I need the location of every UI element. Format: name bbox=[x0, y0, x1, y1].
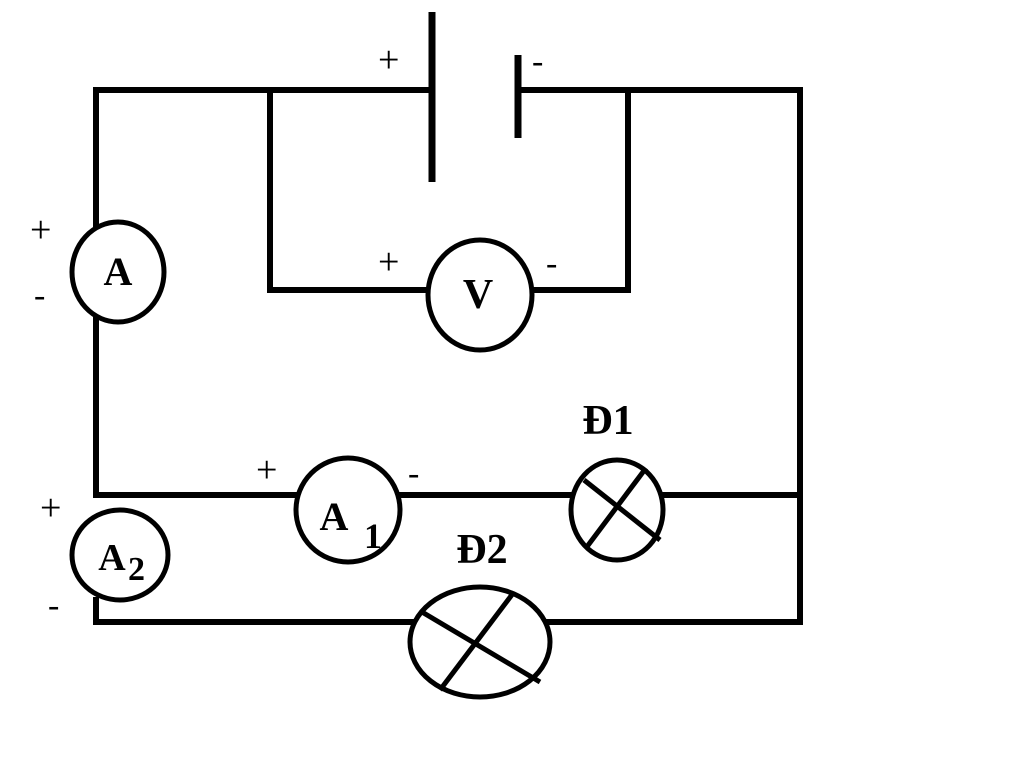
lamp-1-cross-b bbox=[584, 466, 648, 550]
lamp-2: Đ2 bbox=[407, 527, 553, 700]
ammeter-2-circle bbox=[69, 507, 171, 603]
ammeter-1: A 1 + - bbox=[256, 449, 419, 565]
wires bbox=[93, 87, 803, 625]
ammeter-main-circle bbox=[69, 219, 167, 325]
ammeter-1-plus-sign: + bbox=[256, 449, 277, 491]
ammeter-1-circle bbox=[293, 455, 403, 565]
wire-voltmeter-right bbox=[527, 87, 631, 293]
ammeter-main-minus-sign: - bbox=[34, 277, 45, 314]
ammeter-1-label: A bbox=[320, 494, 349, 539]
ammeter-main-plus-sign: + bbox=[30, 209, 51, 251]
ammeter-2-label: A bbox=[98, 537, 126, 579]
lamp-2-cross-b bbox=[438, 590, 516, 692]
lamp-2-cross-a bbox=[420, 609, 542, 685]
lamp-1-cross-a bbox=[582, 478, 662, 542]
ammeter-2-minus-sign: - bbox=[48, 587, 59, 624]
ammeter-main: A + - bbox=[30, 209, 167, 325]
ammeter-1-minus-sign: - bbox=[408, 455, 419, 492]
ammeter-2: A 2 + - bbox=[40, 487, 171, 624]
battery-minus-sign: - bbox=[532, 43, 543, 80]
ammeter-2-subscript: 2 bbox=[128, 551, 145, 588]
voltmeter-circle bbox=[425, 237, 535, 353]
battery-plus-sign: + bbox=[378, 39, 399, 81]
ammeter-main-label: A bbox=[104, 249, 133, 294]
voltmeter-plus-sign: + bbox=[378, 241, 399, 283]
wire-voltmeter-left bbox=[267, 87, 433, 293]
lamp-2-circle bbox=[407, 584, 553, 700]
voltmeter-minus-sign: - bbox=[546, 245, 557, 282]
lamp-1-label: Đ1 bbox=[582, 398, 633, 444]
ammeter-1-subscript: 1 bbox=[364, 516, 382, 556]
voltmeter-label: V bbox=[463, 272, 493, 318]
lamp-2-label: Đ2 bbox=[456, 527, 507, 573]
ammeter-2-plus-sign: + bbox=[40, 487, 61, 529]
voltmeter: V + - bbox=[378, 237, 557, 353]
lamp-1: Đ1 bbox=[568, 398, 666, 563]
battery-symbol: + - bbox=[378, 12, 543, 182]
